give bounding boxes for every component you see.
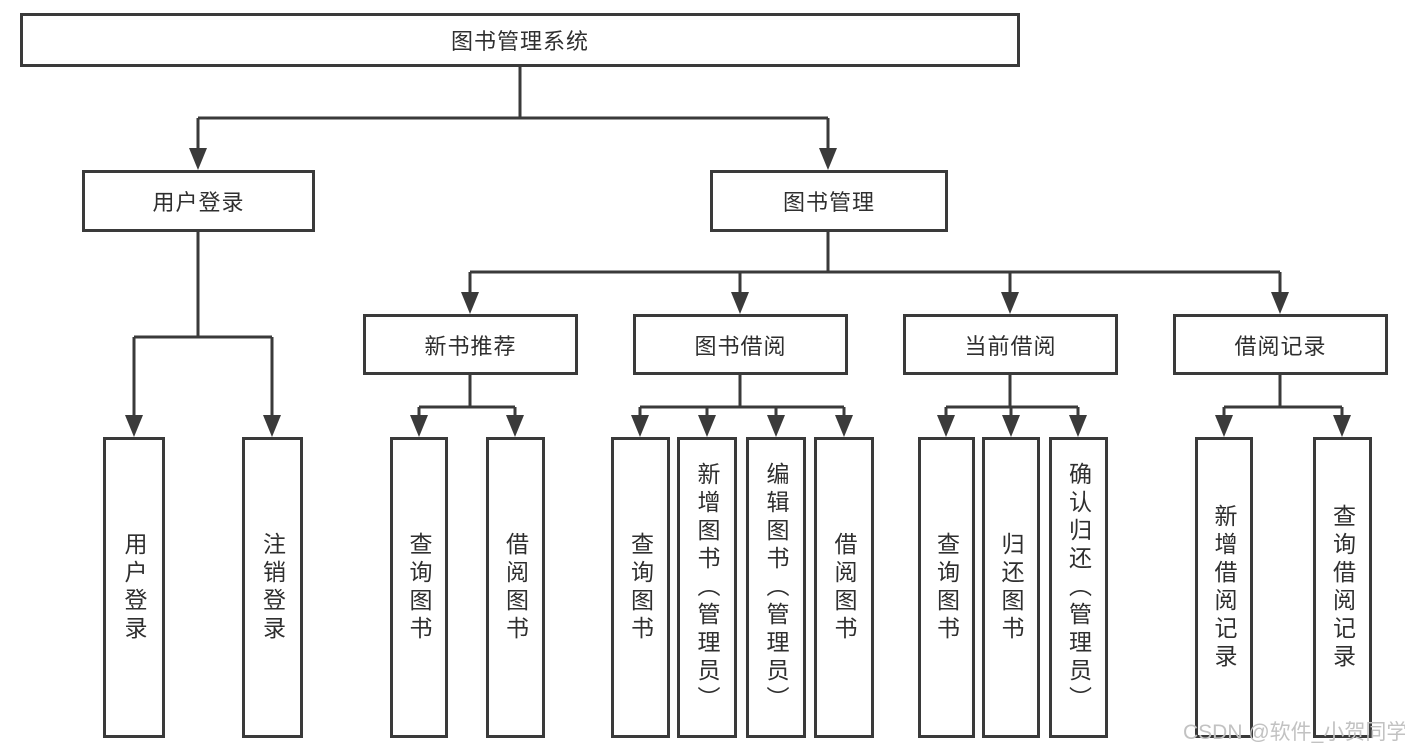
node-book-management: 图书管理 — [710, 170, 948, 232]
connector-book-management-to-level3 — [461, 232, 1289, 314]
node-new-book-recommend: 新书推荐 — [363, 314, 578, 375]
node-current-borrow: 当前借阅 — [903, 314, 1118, 375]
leaf-query-books-recommend: 查询图书 — [390, 437, 448, 738]
leaf-query-books-borrow: 查询图书 — [611, 437, 670, 738]
node-book-borrow: 图书借阅 — [633, 314, 848, 375]
csdn-watermark: CSDN @软件_小贺同学 — [1183, 721, 1405, 744]
leaf-user-login: 用户登录 — [103, 437, 165, 738]
leaf-return-books: 归还图书 — [982, 437, 1040, 738]
node-borrow-records: 借阅记录 — [1173, 314, 1388, 375]
connector-borrow-records-to-leaves — [1215, 375, 1351, 437]
connector-user-login-to-leaves — [125, 232, 281, 437]
leaf-borrow-books-recommend: 借阅图书 — [486, 437, 545, 738]
leaf-add-books-admin: 新增图书（管理员） — [677, 437, 737, 738]
leaf-edit-books-admin: 编辑图书（管理员） — [746, 437, 806, 738]
leaf-borrow-books: 借阅图书 — [814, 437, 874, 738]
connector-root-to-level2 — [189, 67, 837, 170]
leaf-query-borrow-record: 查询借阅记录 — [1313, 437, 1372, 738]
node-user-login: 用户登录 — [82, 170, 315, 232]
leaf-logout: 注销登录 — [242, 437, 303, 738]
leaf-add-borrow-record: 新增借阅记录 — [1195, 437, 1253, 738]
connector-current-borrow-to-leaves — [937, 375, 1087, 437]
leaf-query-books-current: 查询图书 — [918, 437, 975, 738]
leaf-confirm-return-admin: 确认归还（管理员） — [1049, 437, 1108, 738]
connector-book-borrow-to-leaves — [631, 375, 853, 437]
node-library-system: 图书管理系统 — [20, 13, 1020, 67]
connector-new-book-recommend-to-leaves — [410, 375, 524, 437]
